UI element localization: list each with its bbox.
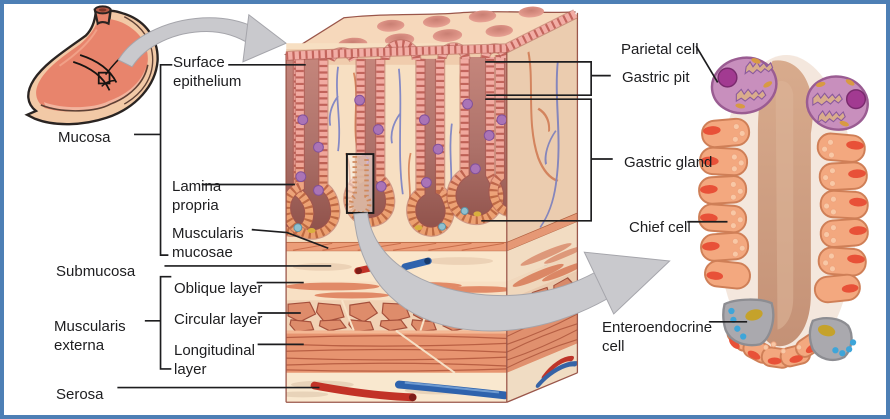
- leader-parietal-cell: [695, 45, 719, 83]
- label-circular-layer: Circular layer: [174, 311, 263, 328]
- parietal-cells: [710, 56, 869, 131]
- stomach-icon: [24, 5, 159, 126]
- block-right-face: [506, 13, 578, 403]
- gastric-gland-closeup: [698, 55, 869, 369]
- bracket-muscularis-externa: [159, 275, 172, 370]
- bracket-gastric-gland: [481, 98, 592, 222]
- label-submucosa: Submucosa: [56, 263, 136, 280]
- block-front-face: [286, 39, 507, 403]
- label-lamina-propria: Lamina propria: [172, 178, 222, 214]
- label-mucosa: Mucosa: [58, 129, 111, 146]
- label-longitudinal-layer: Longitudinal layer: [174, 342, 255, 378]
- label-enteroendocrine-cell: Enteroendocrine cell: [602, 319, 713, 355]
- leader-muscularis-mucosae: [251, 228, 329, 250]
- highlighted-gland-box: [345, 153, 375, 216]
- bracket-gastric-pit: [485, 61, 592, 97]
- figure-artwork: [24, 5, 869, 403]
- leader-lines: [117, 45, 748, 389]
- magnify-arrow-bottom-icon: [353, 212, 671, 332]
- bracket-mucosa: [159, 63, 173, 256]
- label-muscularis-externa: Muscularis externa: [54, 318, 126, 354]
- enteroendocrine-cells: [722, 298, 857, 361]
- label-oblique-layer: Oblique layer: [174, 280, 263, 297]
- label-parietal-cell: Parietal cell: [621, 41, 699, 58]
- label-chief-cell: Chief cell: [629, 219, 691, 236]
- label-gastric-pit: Gastric pit: [622, 69, 690, 86]
- magnify-arrow-top-icon: [117, 13, 288, 68]
- longitudinal-striations: [286, 335, 507, 372]
- label-serosa: Serosa: [56, 386, 104, 403]
- label-surface-epithelium: Surface epithelium: [173, 54, 242, 90]
- label-muscularis-mucosae: Muscularis mucosae: [172, 225, 244, 261]
- label-gastric-gland: Gastric gland: [624, 154, 713, 171]
- stomach-wall-block: [274, 6, 585, 403]
